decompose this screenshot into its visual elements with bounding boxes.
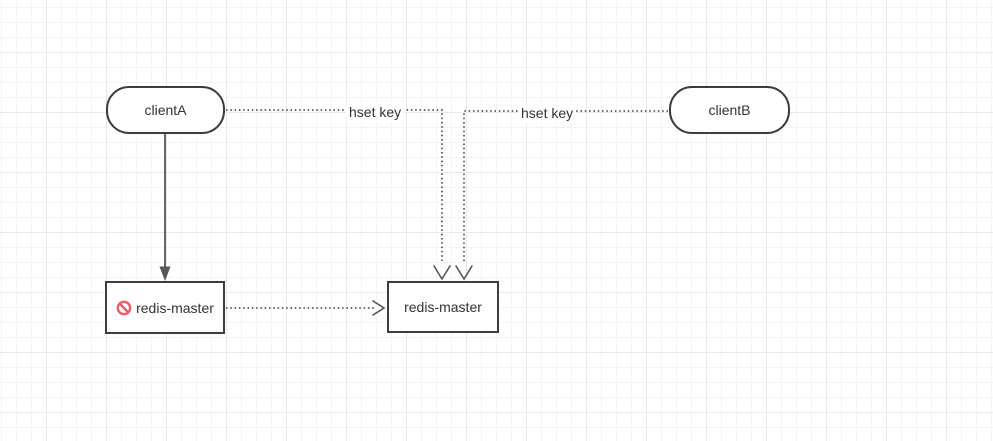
arrowhead-down-icon [159, 266, 171, 281]
edge-failed-to-new-master[interactable] [226, 300, 386, 316]
edge-clientb-hset-key[interactable] [455, 110, 668, 281]
node-client-a[interactable]: clientA [106, 86, 225, 134]
node-redis-master-new[interactable]: redis-master [387, 281, 499, 333]
edge-label-hset-key-b: hset key [518, 104, 577, 123]
arrowhead-open-down-icon [433, 265, 451, 281]
no-entry-icon [116, 300, 132, 315]
node-client-b[interactable]: clientB [669, 86, 790, 134]
node-redis-master-failed-label: redis-master [136, 299, 214, 316]
arrowhead-open-right-icon [372, 300, 386, 316]
node-redis-master-new-label: redis-master [404, 299, 482, 315]
edge-label-hset-key-a: hset key [346, 103, 405, 122]
edge-clienta-to-failed-master[interactable] [159, 134, 171, 281]
node-client-b-label: clientB [708, 102, 751, 118]
edge-clienta-hset-key[interactable] [226, 109, 451, 281]
node-client-a-label: clientA [144, 102, 187, 118]
arrowhead-open-down-icon [455, 265, 473, 281]
node-redis-master-failed[interactable]: redis-master [105, 281, 225, 334]
